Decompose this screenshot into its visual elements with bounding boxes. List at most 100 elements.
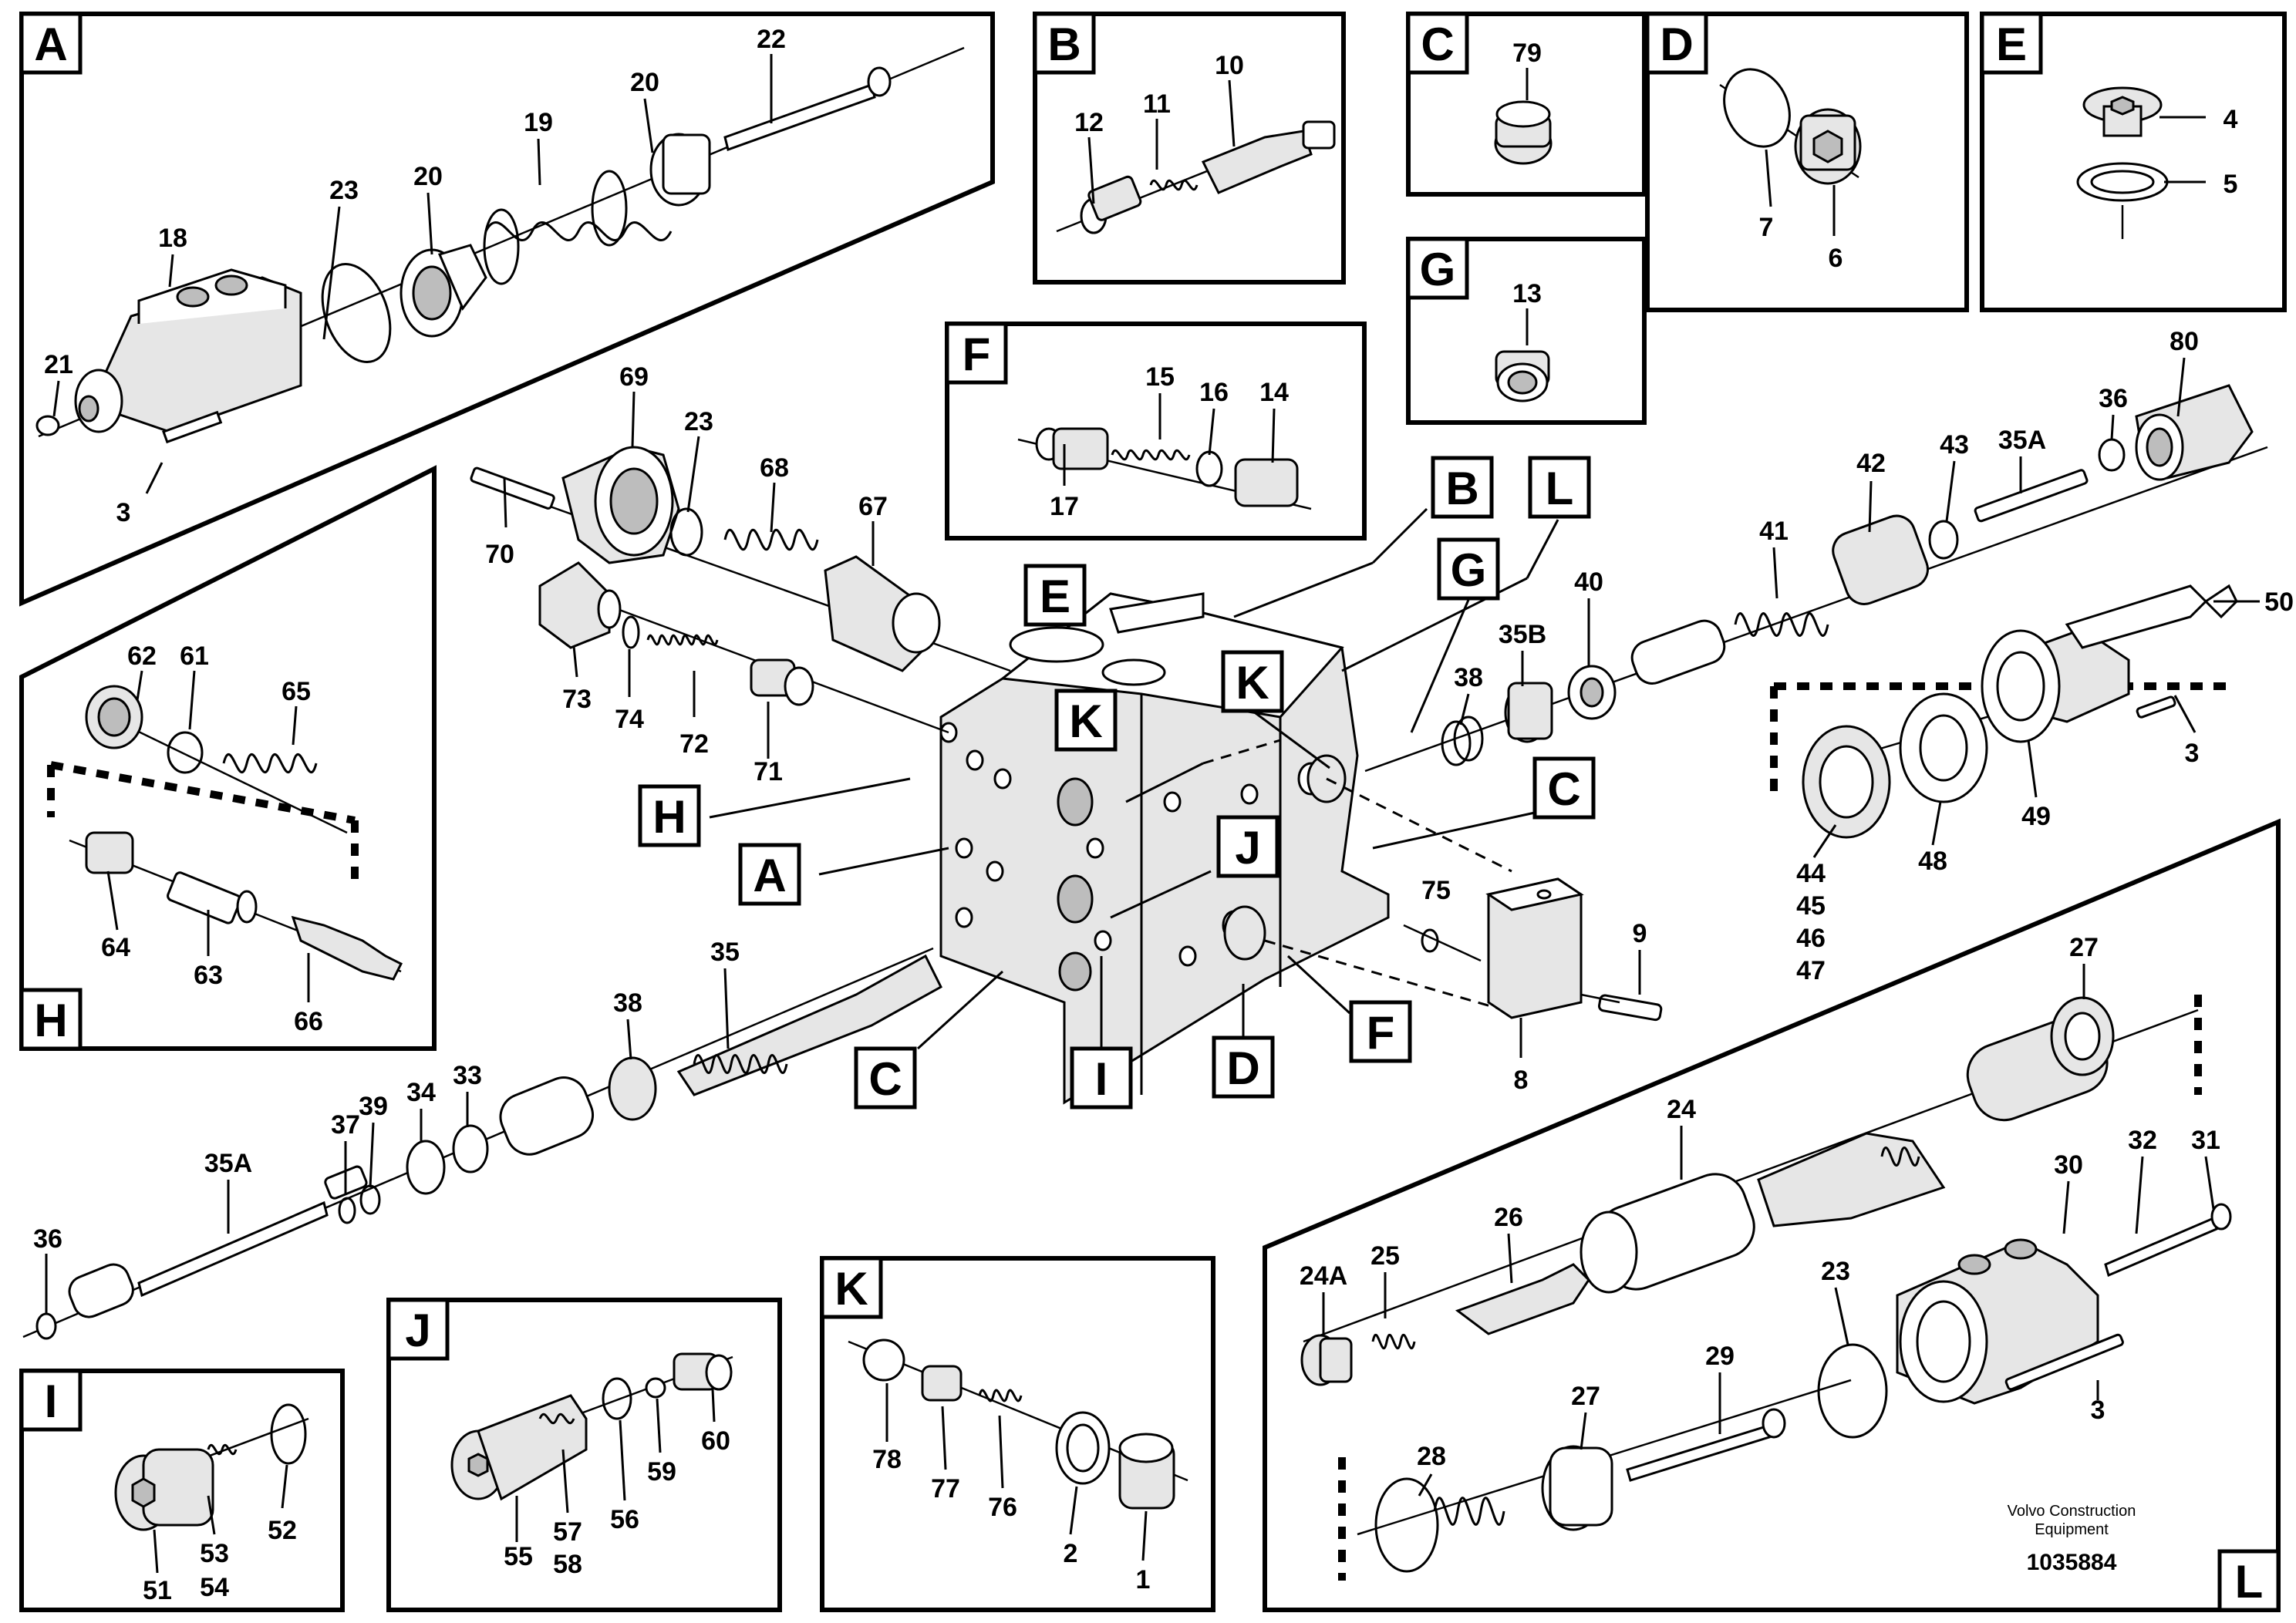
central-reference-leaders [709, 507, 1559, 1050]
part-label-54: 54 [200, 1573, 229, 1602]
solenoid-assembly-drawing [1770, 584, 2260, 858]
section-tag-l: L [2217, 1549, 2281, 1612]
part-label-43: 43 [1940, 430, 1969, 460]
right-spool-drawing [1364, 357, 2268, 773]
part-label-42: 42 [1856, 449, 1886, 478]
section-f-drawing [1017, 393, 1312, 510]
part-label-27: 27 [1571, 1382, 1600, 1411]
ref-tag-b: B [1431, 456, 1494, 519]
svg-text:K: K [1236, 657, 1269, 709]
section-k-drawing [848, 1338, 1188, 1561]
ref-tag-h: H [638, 784, 701, 847]
part-label-38: 38 [613, 988, 642, 1018]
part-label-12: 12 [1074, 108, 1104, 137]
svg-text:C: C [1547, 763, 1580, 815]
part-label-10: 10 [1215, 51, 1244, 80]
part-label-57: 57 [553, 1517, 582, 1547]
ref-tag-k: K [1054, 689, 1118, 752]
part-label-27: 27 [2069, 933, 2099, 962]
publisher-credit-line-1: Volvo Construction [2008, 1503, 2136, 1520]
part-label-24: 24 [1667, 1095, 1696, 1124]
part-label-33: 33 [453, 1061, 482, 1090]
frame-section-h [19, 465, 437, 1051]
part-label-36: 36 [2099, 384, 2128, 413]
svg-text:G: G [1420, 244, 1456, 295]
part-label-77: 77 [931, 1474, 960, 1503]
part-label-5: 5 [2224, 170, 2238, 199]
section-tag-f: F [945, 322, 1008, 385]
section-tag-b: B [1033, 12, 1096, 75]
part-label-29: 29 [1705, 1342, 1735, 1371]
section-c-drawing [1494, 68, 1553, 165]
part-label-76: 76 [988, 1493, 1017, 1522]
section-d-drawing [1719, 68, 1862, 236]
svg-text:C: C [1421, 19, 1454, 70]
ref-tag-j: J [1216, 815, 1279, 878]
part-label-35: 35 [710, 938, 740, 967]
ref-tag-a: A [738, 843, 801, 906]
svg-text:I: I [45, 1376, 58, 1427]
svg-text:A: A [34, 19, 67, 70]
part-label-73: 73 [562, 685, 592, 714]
svg-text:J: J [405, 1305, 430, 1356]
part-label-65: 65 [282, 677, 311, 706]
part-label-22: 22 [757, 25, 786, 54]
section-h-drawing [47, 670, 403, 1002]
svg-text:A: A [753, 850, 786, 901]
frame-section-e [1980, 12, 2287, 312]
part-label-72: 72 [679, 729, 709, 759]
document-number: 1035884 [2027, 1550, 2117, 1575]
svg-text:I: I [1095, 1053, 1108, 1105]
part-label-80: 80 [2170, 327, 2199, 356]
part-label-68: 68 [760, 453, 789, 483]
upper-left-parts-drawing [470, 391, 1011, 759]
part-label-66: 66 [294, 1007, 323, 1036]
frame-section-i [19, 1369, 345, 1612]
svg-text:L: L [1546, 463, 1574, 514]
part-label-53: 53 [200, 1539, 229, 1568]
section-tag-h: H [19, 988, 83, 1051]
part-label-78: 78 [872, 1445, 902, 1474]
part-label-48: 48 [1918, 847, 1947, 876]
part-label-17: 17 [1050, 492, 1079, 521]
part-label-75: 75 [1421, 876, 1451, 905]
ref-tag-f: F [1349, 1000, 1412, 1063]
frame-section-l [1263, 818, 2281, 1612]
valve-block-drawing [939, 592, 1663, 1105]
part-label-63: 63 [194, 961, 223, 990]
part-label-16: 16 [1199, 378, 1229, 407]
section-tag-d: D [1645, 12, 1708, 75]
part-label-62: 62 [127, 641, 157, 671]
ref-tag-e: E [1023, 564, 1087, 627]
part-label-4: 4 [2224, 105, 2238, 134]
part-label-60: 60 [701, 1426, 730, 1456]
frame-section-j [386, 1298, 782, 1612]
ref-tag-l: L [1528, 456, 1591, 519]
part-label-56: 56 [610, 1505, 639, 1534]
part-label-9: 9 [1633, 919, 1647, 948]
part-label-23: 23 [329, 176, 359, 205]
part-label-37: 37 [331, 1110, 360, 1140]
part-label-36: 36 [33, 1224, 62, 1254]
part-label-23: 23 [1821, 1257, 1850, 1286]
section-tag-k: K [820, 1256, 883, 1319]
part-label-6: 6 [1829, 244, 1843, 273]
svg-text:B: B [1445, 463, 1478, 514]
frame-section-g [1406, 237, 1647, 425]
part-label-44: 44 [1796, 859, 1826, 888]
ref-tag-i: I [1070, 1046, 1133, 1109]
part-label-59: 59 [647, 1457, 676, 1487]
svg-text:C: C [868, 1053, 902, 1105]
svg-text:E: E [1996, 19, 2027, 70]
part-label-41: 41 [1759, 517, 1789, 546]
part-label-35B: 35B [1499, 620, 1546, 649]
svg-text:D: D [1660, 19, 1693, 70]
part-label-61: 61 [180, 641, 209, 671]
svg-text:H: H [652, 791, 686, 843]
part-label-79: 79 [1512, 39, 1542, 68]
part-label-13: 13 [1512, 279, 1542, 308]
svg-text:F: F [963, 328, 991, 380]
frame-section-k [820, 1256, 1215, 1612]
part-label-47: 47 [1796, 956, 1826, 985]
ref-tag-c: C [854, 1046, 917, 1109]
